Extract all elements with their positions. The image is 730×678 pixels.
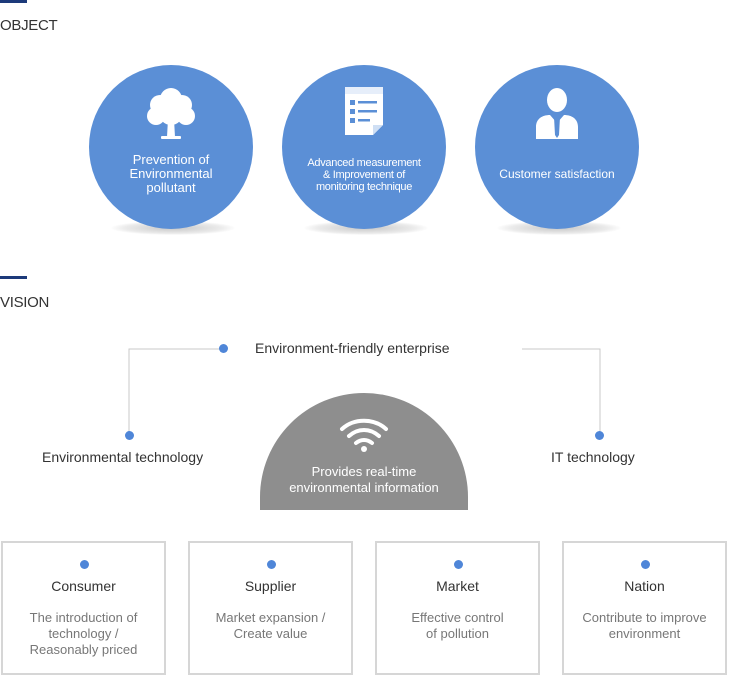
vision-box-supplier: Supplier Market expansion / Create value: [188, 541, 353, 675]
tree-icon: [89, 85, 253, 141]
object-section-bar: [0, 0, 27, 3]
vision-left-label: Environmental technology: [42, 449, 204, 465]
vision-section-title: VISION: [0, 294, 50, 311]
vision-box-consumer: Consumer The introduction of technology …: [1, 541, 166, 675]
box-dot: [267, 560, 276, 569]
box-description: Contribute to improve environment: [582, 610, 707, 641]
box-description: Effective control of pollution: [411, 610, 504, 641]
box-description: Market expansion / Create value: [215, 610, 326, 641]
vision-center-label: Provides real-time environmental informa…: [289, 464, 439, 495]
object-circle-measurement: Advanced measurement & Improvement of mo…: [282, 65, 446, 229]
vision-box-nation: Nation Contribute to improve environment: [562, 541, 727, 675]
box-title: Supplier: [244, 578, 297, 594]
object-section-title: OBJECT: [0, 17, 58, 34]
vision-left-dot: [125, 431, 134, 440]
box-dot: [641, 560, 650, 569]
object-circle-label: Advanced measurement & Improvement of mo…: [307, 157, 421, 193]
vision-top-label: Environment-friendly enterprise: [255, 340, 450, 356]
box-dot: [80, 560, 89, 569]
object-circle-pollutant: Prevention of Environmental pollutant: [89, 65, 253, 229]
object-circle-customer: Customer satisfaction: [475, 65, 639, 229]
vision-box-market: Market Effective control of pollution: [375, 541, 540, 675]
box-title: Market: [436, 578, 479, 594]
object-circle-label: Prevention of Environmental pollutant: [129, 152, 213, 195]
checklist-icon: [282, 85, 446, 141]
vision-top-dot: [219, 344, 228, 353]
object-circle-label: Customer satisfaction: [499, 167, 615, 181]
box-title: Consumer: [51, 578, 116, 594]
box-dot: [454, 560, 463, 569]
vision-right-dot: [595, 431, 604, 440]
user-icon: [475, 85, 639, 141]
vision-section-bar: [0, 276, 27, 279]
box-title: Nation: [624, 578, 665, 594]
wifi-icon: [260, 417, 468, 452]
vision-right-label: IT technology: [551, 449, 635, 465]
box-description: The introduction of technology / Reasona…: [29, 610, 138, 657]
